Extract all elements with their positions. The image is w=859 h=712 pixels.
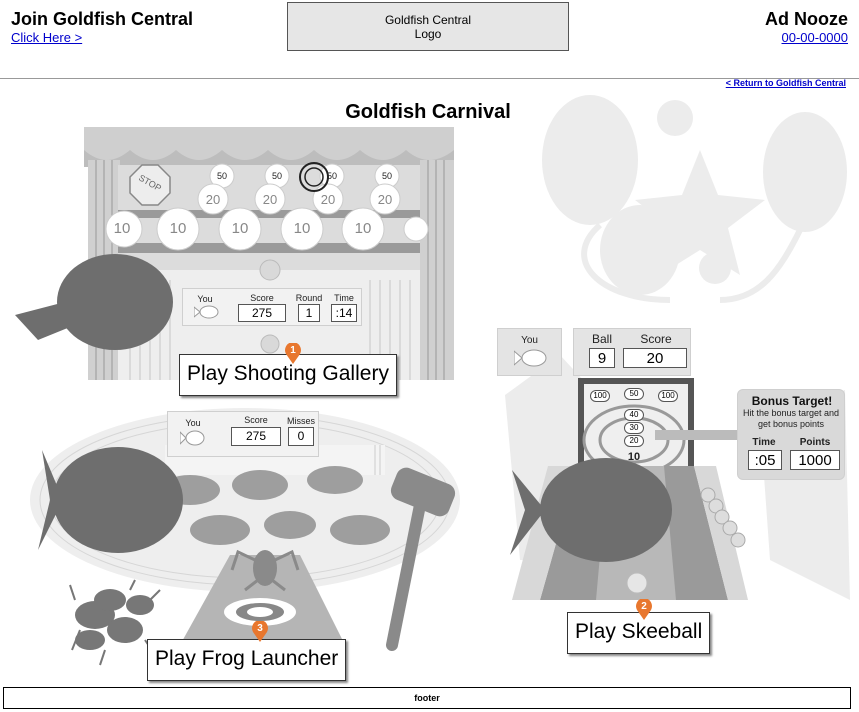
footer: footer <box>3 687 851 709</box>
target-label: 10 <box>113 220 131 237</box>
fish-icon <box>180 430 205 446</box>
you-label: You <box>185 418 201 428</box>
map-pin-2: 2 <box>635 598 653 621</box>
stop-sign-shape <box>129 164 171 206</box>
hole-label: 10 <box>627 451 641 463</box>
bonus-title: Bonus Target! <box>751 394 833 408</box>
ad-title: Ad Nooze <box>765 9 848 29</box>
play-skeeball-button[interactable]: Play Skeeball <box>567 612 711 654</box>
target-label: 50 <box>216 171 227 181</box>
hole-label: 50 <box>624 388 644 400</box>
fish-shape <box>510 458 672 562</box>
ball-prize-shape <box>699 252 731 284</box>
fish-shape <box>15 254 173 350</box>
bonus-time-value: :05 <box>748 450 782 470</box>
hole-label: 40 <box>624 409 644 421</box>
bonus-time-label: Time <box>752 437 776 448</box>
hole-label: 20 <box>624 435 644 447</box>
score-label: Score <box>244 415 268 425</box>
target-label: 20 <box>205 192 221 207</box>
frog-shape <box>230 549 300 592</box>
target-label: 20 <box>320 192 336 207</box>
fish-icon <box>514 349 547 367</box>
bear-prize-shape <box>600 205 680 295</box>
frog-pile-shape <box>75 589 154 650</box>
target-label: 50 <box>381 171 392 181</box>
hole-label: 100 <box>658 390 678 402</box>
pin-number: 1 <box>290 345 296 356</box>
map-pin-1: 1 <box>284 342 302 365</box>
target-label: 10 <box>354 220 372 237</box>
time-label: Time <box>334 293 354 303</box>
star-shape <box>635 150 765 275</box>
click-here-link[interactable]: Click Here > <box>11 30 83 45</box>
bonus-points-value: 1000 <box>790 450 840 470</box>
logo-line-1: Goldfish Central <box>384 12 472 27</box>
ball-label: Ball <box>591 332 612 346</box>
bonus-points-label: Points <box>799 437 831 448</box>
misses-label: Misses <box>286 416 315 426</box>
pin-icon <box>252 620 268 642</box>
mallet-shape <box>386 467 456 651</box>
hole-label: 100 <box>590 390 610 402</box>
target-label: 20 <box>262 192 278 207</box>
score-value: 275 <box>238 304 286 322</box>
prize-shape <box>657 100 693 136</box>
join-section: Join Goldfish Central Click Here > <box>11 8 193 45</box>
logo-placeholder: Goldfish Central Logo <box>287 2 569 51</box>
map-pin-3: 3 <box>251 620 269 643</box>
time-value: :14 <box>331 304 357 322</box>
fish-shape <box>38 447 183 553</box>
bonus-text-2: get bonus points <box>757 419 825 429</box>
ball-value: 9 <box>589 348 615 368</box>
target-label: 50 <box>271 171 282 181</box>
logo-line-2: Logo <box>414 26 442 41</box>
round-value: 1 <box>298 304 320 322</box>
pin-icon <box>636 598 652 620</box>
hole-label: 30 <box>624 422 644 434</box>
misses-value: 0 <box>288 427 314 446</box>
crosshair <box>299 162 329 192</box>
bonus-text-1: Hit the bonus target and <box>742 408 840 418</box>
you-label: You <box>197 294 213 304</box>
pin-number: 2 <box>641 601 647 612</box>
page-title: Goldfish Carnival <box>345 101 511 123</box>
balloon-shape <box>542 95 638 225</box>
score-label: Score <box>640 332 672 346</box>
pin-number: 3 <box>257 623 263 634</box>
ad-section: Ad Nooze 00-00-0000 <box>765 8 848 45</box>
return-link[interactable]: < Return to Goldfish Central <box>725 78 846 88</box>
target-label: 50 <box>326 171 337 181</box>
target-label: 10 <box>169 220 187 237</box>
target-label: 10 <box>231 220 249 237</box>
round-label: Round <box>295 293 323 303</box>
ad-phone-link[interactable]: 00-00-0000 <box>781 30 849 45</box>
score-value: 275 <box>231 427 281 446</box>
shelf <box>118 243 420 253</box>
fish-icon <box>194 305 219 319</box>
join-title: Join Goldfish Central <box>11 9 194 29</box>
header-divider <box>0 78 859 79</box>
score-value: 20 <box>623 348 687 368</box>
target-label: 20 <box>377 192 393 207</box>
play-frog-launcher-button[interactable]: Play Frog Launcher <box>147 639 347 681</box>
target-label: 10 <box>293 220 311 237</box>
score-label: Score <box>250 293 274 303</box>
you-label: You <box>521 335 538 346</box>
balloon-shape <box>763 112 847 232</box>
pin-icon <box>285 342 301 364</box>
